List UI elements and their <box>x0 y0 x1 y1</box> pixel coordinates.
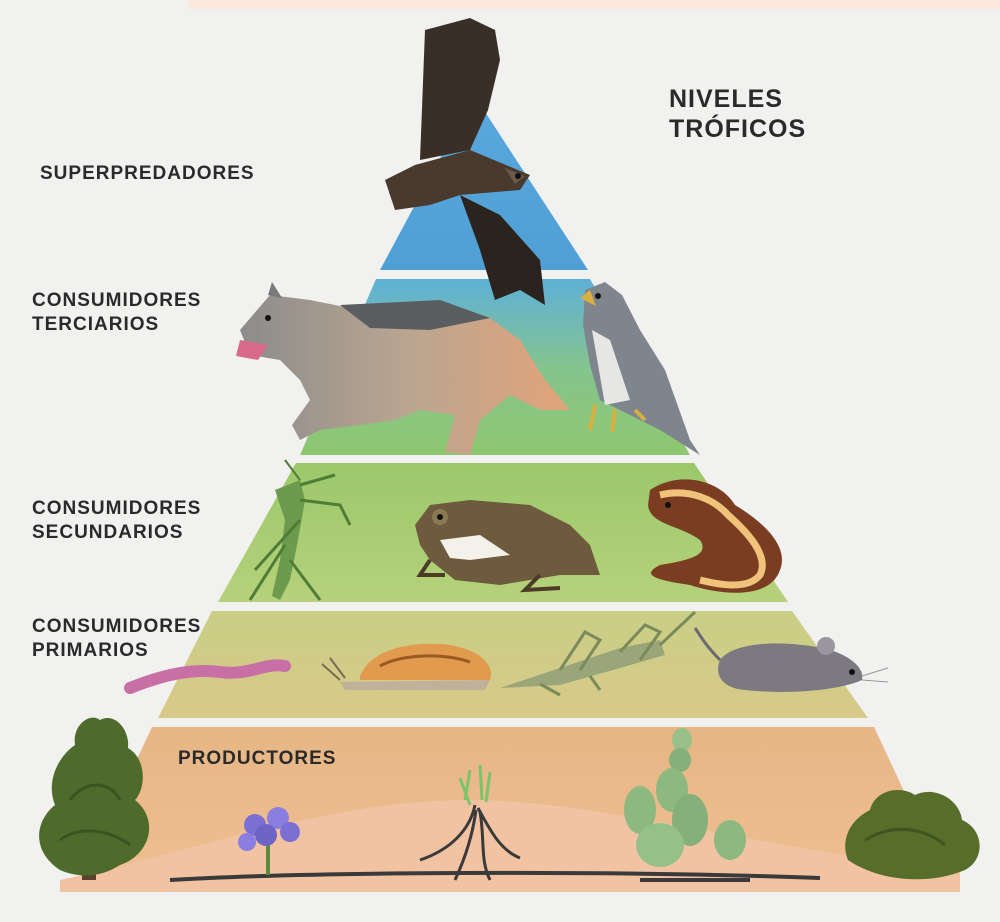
figure-title-line1: NIVELES <box>669 84 783 115</box>
label-productores: PRODUCTORES <box>178 747 336 771</box>
label-secundarios-line1: CONSUMIDORES <box>32 497 201 521</box>
label-primarios-line1: CONSUMIDORES <box>32 615 201 639</box>
tree-icon <box>39 718 149 880</box>
label-superpredadores: SUPERPREDADORES <box>40 162 255 186</box>
figure-title-line2: TRÓFICOS <box>669 114 806 145</box>
label-terciarios-line2: TERCIARIOS <box>32 313 159 337</box>
label-terciarios-line1: CONSUMIDORES <box>32 289 201 313</box>
label-secundarios-line2: SECUNDARIOS <box>32 521 183 545</box>
label-primarios-line2: PRIMARIOS <box>32 639 149 663</box>
